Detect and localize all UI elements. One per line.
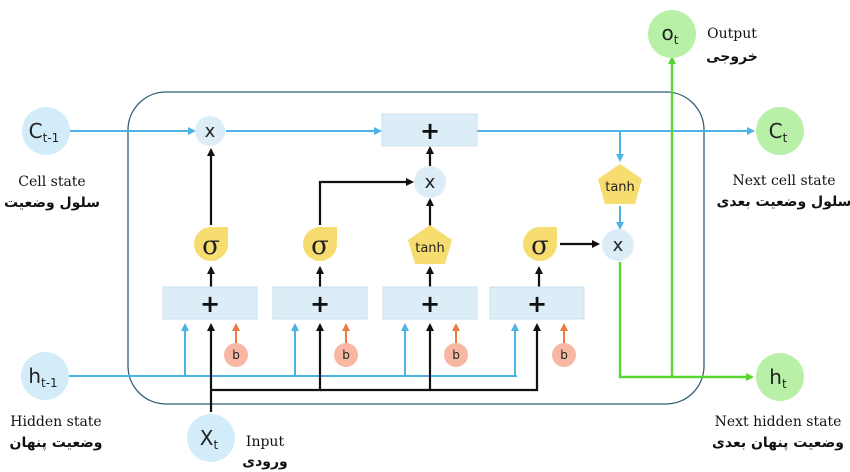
svg-text:ot: ot bbox=[662, 21, 679, 47]
sum-box-output bbox=[489, 286, 585, 320]
sum-box-forget bbox=[162, 286, 258, 320]
svg-text:b: b bbox=[560, 348, 568, 362]
svg-text:+: + bbox=[200, 290, 220, 318]
svg-text:tanh: tanh bbox=[415, 241, 445, 256]
bias-lines bbox=[232, 323, 568, 343]
svg-text:x: x bbox=[205, 121, 216, 142]
sum-box-input bbox=[272, 286, 368, 320]
input-label-fa: ورودی bbox=[242, 454, 287, 470]
output-gate bbox=[523, 227, 557, 261]
bias-node bbox=[224, 343, 248, 367]
svg-text:+: + bbox=[310, 290, 330, 318]
cell-state-label-fa: سلول وضعیت bbox=[4, 195, 100, 211]
lstm-cell-frame bbox=[127, 91, 705, 405]
svg-text:σ: σ bbox=[311, 231, 329, 261]
candidate-tanh-gate bbox=[408, 225, 452, 264]
forget-multiply-node bbox=[195, 116, 225, 146]
hidden-state-lines bbox=[68, 323, 519, 377]
svg-text:b: b bbox=[232, 348, 240, 362]
labels: Cell state سلول وضعیت Hidden state وضعیت… bbox=[4, 26, 850, 470]
svg-text:Ct-1: Ct-1 bbox=[29, 119, 60, 145]
bias-node bbox=[444, 343, 468, 367]
svg-text:x: x bbox=[613, 235, 624, 256]
svg-text:+: + bbox=[420, 117, 440, 145]
sum-boxes: + + + + + bbox=[162, 113, 585, 320]
svg-text:Ct: Ct bbox=[769, 119, 788, 145]
x-t-node: Xt bbox=[187, 414, 235, 462]
o-t-node: ot bbox=[648, 10, 696, 58]
h-t-node: ht bbox=[756, 353, 804, 401]
hidden-state-label-en: Hidden state bbox=[10, 414, 101, 430]
h-prev-node: ht-1 bbox=[21, 352, 69, 400]
svg-text:σ: σ bbox=[531, 231, 549, 261]
c-t-node: Ct bbox=[756, 107, 804, 155]
svg-text:ht-1: ht-1 bbox=[28, 364, 57, 390]
c-prev-node: Ct-1 bbox=[22, 107, 70, 155]
svg-text:tanh: tanh bbox=[605, 180, 635, 195]
cell-state-lines bbox=[70, 127, 755, 230]
bias-node bbox=[334, 343, 358, 367]
output-lines bbox=[618, 56, 754, 381]
input-lines bbox=[207, 146, 600, 412]
forget-gate bbox=[194, 227, 228, 261]
input-gate bbox=[303, 227, 337, 261]
output-label-fa: خروجی bbox=[706, 49, 758, 65]
next-cell-label-fa: سلول وضعیت بعدی bbox=[717, 194, 850, 210]
multiply-nodes: x x x bbox=[195, 116, 634, 261]
next-hidden-label-fa: وضعیت پنهان بعدی bbox=[712, 435, 844, 451]
next-hidden-label-en: Next hidden state bbox=[715, 414, 842, 430]
svg-text:+: + bbox=[420, 290, 440, 318]
svg-text:σ: σ bbox=[202, 231, 220, 261]
output-label-en: Output bbox=[707, 26, 757, 42]
cell-tanh-gate bbox=[598, 164, 642, 204]
bias-nodes: b b b b bbox=[224, 343, 576, 367]
svg-text:ht: ht bbox=[769, 365, 787, 391]
gates: σ σ σ tanh tanh bbox=[194, 164, 642, 264]
svg-text:Xt: Xt bbox=[200, 426, 219, 452]
output-multiply-node bbox=[602, 229, 634, 261]
input-label-en: Input bbox=[246, 434, 285, 450]
bias-node bbox=[552, 343, 576, 367]
input-multiply-node bbox=[414, 166, 446, 198]
svg-text:x: x bbox=[425, 172, 436, 193]
hidden-state-label-fa: وضعیت پنهان bbox=[10, 435, 103, 451]
cell-state-sum-box bbox=[381, 113, 478, 147]
svg-text:b: b bbox=[452, 348, 460, 362]
svg-text:+: + bbox=[527, 290, 547, 318]
sum-box-candidate bbox=[382, 286, 478, 320]
svg-text:b: b bbox=[342, 348, 350, 362]
cell-state-label-en: Cell state bbox=[18, 174, 85, 190]
next-cell-label-en: Next cell state bbox=[732, 173, 835, 189]
